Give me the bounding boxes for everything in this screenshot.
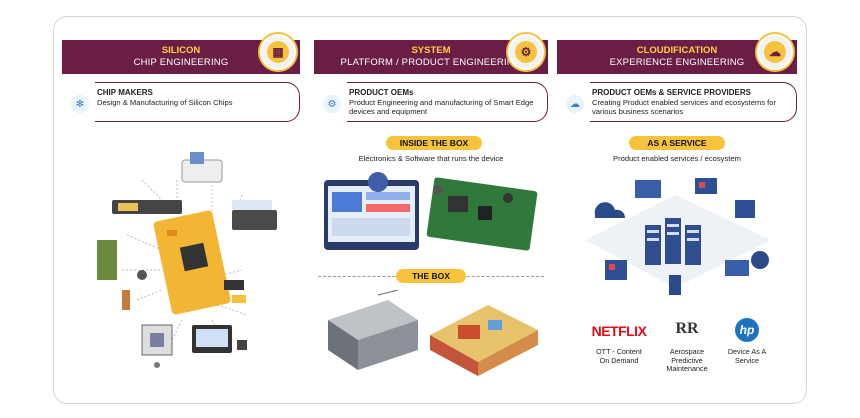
logo-caption-hp: Device As A Service [727, 347, 767, 365]
column-header: SYSTEM PLATFORM / PRODUCT ENGINEERING ⚙ [314, 34, 548, 74]
sub-title: PRODUCT OEMs & SERVICE PROVIDERS [592, 88, 751, 97]
service-badge-icon: ☁ [566, 95, 584, 113]
sub-box: ✻ CHIP MAKERS Design & Manufacturing of … [69, 81, 300, 123]
sub-title: PRODUCT OEMs [349, 88, 414, 97]
circuit-board-illustration [97, 152, 277, 368]
column-header: SILICON CHIP ENGINEERING ▦ [62, 34, 300, 74]
the-box-illustration [328, 290, 538, 376]
rolls-royce-logo: RR [675, 320, 699, 337]
inside-the-box-illustration [324, 172, 538, 251]
logo-caption-rolls-royce: Aerospace Predictive Maintenance [666, 347, 708, 374]
netflix-logo: NETFLIX [591, 323, 647, 339]
column-silicon: SILICON CHIP ENGINEERING ▦ ✻ CHIP MAKERS… [62, 34, 300, 368]
column-header: CLOUDIFICATION EXPERIENCE ENGINEERING ☁ [557, 34, 797, 74]
section-label-as-a-service: AS A SERVICE [629, 136, 725, 150]
header-line1: CLOUDIFICATION [636, 45, 718, 56]
hp-logo-text: hp [739, 323, 755, 337]
sub-box: ⚙ PRODUCT OEMs Product Engineering and m… [321, 81, 548, 123]
header-line2: PLATFORM / PRODUCT ENGINEERING [340, 57, 522, 68]
cloud-services-illustration [585, 178, 771, 295]
logo-caption-netflix: OTT - Content On Demand [596, 347, 642, 365]
chip-badge-icon: ✻ [71, 95, 89, 113]
section-caption: Electronics & Software that runs the dev… [358, 154, 504, 163]
sub-box: ☁ PRODUCT OEMs & SERVICE PROVIDERS Creat… [564, 81, 797, 123]
sub-title: CHIP MAKERS [97, 88, 153, 97]
column-system: SYSTEM PLATFORM / PRODUCT ENGINEERING ⚙ … [314, 34, 548, 376]
sub-text: Creating Product enabled services and ec… [592, 97, 777, 117]
header-line2: EXPERIENCE ENGINEERING [609, 57, 745, 68]
section-label-inside-the-box: INSIDE THE BOX [386, 136, 482, 150]
cloud-icon: ☁ [757, 34, 793, 70]
section-label-the-box: THE BOX [396, 269, 466, 283]
device-badge-icon: ⚙ [323, 95, 341, 113]
header-line1: SILICON [161, 45, 201, 56]
gear-icon: ⚙ [508, 34, 544, 70]
header-line2: CHIP ENGINEERING [133, 57, 229, 68]
sub-text: Design & Manufacturing of Silicon Chips [97, 97, 233, 107]
column-cloudification: CLOUDIFICATION EXPERIENCE ENGINEERING ☁ … [557, 34, 797, 373]
section-caption: Product enabled services / ecosystem [613, 154, 741, 163]
header-line1: SYSTEM [411, 45, 451, 56]
hp-logo: hp [735, 318, 759, 342]
chip-icon: ▦ [260, 34, 296, 70]
sub-text: Product Engineering and manufacturing of… [349, 97, 534, 117]
